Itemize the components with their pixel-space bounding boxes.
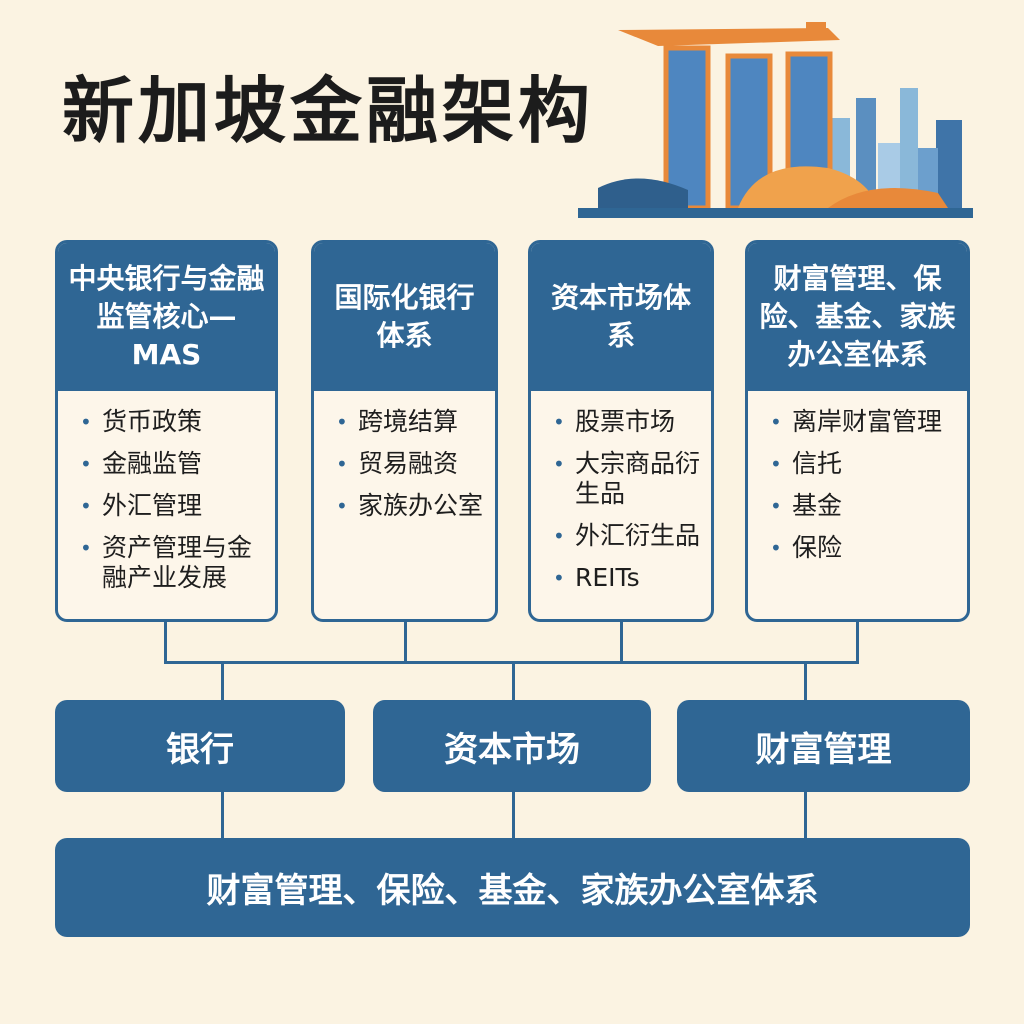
card-banking: 国际化银行体系 跨境结算 贸易融资 家族办公室	[311, 240, 498, 622]
card-title: 资本市场体系	[531, 243, 711, 391]
list-item: 大宗商品衍生品	[551, 449, 701, 509]
card-title: 国际化银行体系	[314, 243, 495, 391]
list-item: 保险	[768, 533, 957, 563]
list-item: 家族办公室	[334, 491, 485, 521]
card-title: 中央银行与金融监管核心—MAS	[58, 243, 275, 391]
list-item: 资产管理与金融产业发展	[78, 533, 265, 593]
connector	[856, 622, 859, 664]
card-mas: 中央银行与金融监管核心—MAS 货币政策 金融监管 外汇管理 资产管理与金融产业…	[55, 240, 278, 622]
connector	[512, 792, 515, 839]
connector	[620, 622, 623, 664]
node-banking: 银行	[55, 700, 345, 792]
card-title: 财富管理、保险、基金、家族办公室体系	[748, 243, 967, 391]
list-item: REITs	[551, 563, 701, 593]
list-item: 离岸财富管理	[768, 407, 957, 437]
node-wealth-management: 财富管理	[677, 700, 970, 792]
list-item: 股票市场	[551, 407, 701, 437]
connector	[221, 792, 224, 839]
list-item: 基金	[768, 491, 957, 521]
list-item: 金融监管	[78, 449, 265, 479]
list-item: 信托	[768, 449, 957, 479]
connector	[404, 622, 407, 664]
list-item: 外汇衍生品	[551, 521, 701, 551]
connector	[804, 661, 807, 701]
page-title: 新加坡金融架构	[62, 69, 595, 153]
connector	[164, 661, 859, 664]
list-item: 货币政策	[78, 407, 265, 437]
list-item: 跨境结算	[334, 407, 485, 437]
connector	[164, 622, 167, 664]
list-item: 贸易融资	[334, 449, 485, 479]
connector	[221, 661, 224, 701]
list-item: 外汇管理	[78, 491, 265, 521]
card-capital-market: 资本市场体系 股票市场 大宗商品衍生品 外汇衍生品 REITs	[528, 240, 714, 622]
node-capital-market: 资本市场	[373, 700, 651, 792]
connector	[804, 792, 807, 839]
node-wealth-insurance-fund-family-office: 财富管理、保险、基金、家族办公室体系	[55, 838, 970, 937]
card-wealth: 财富管理、保险、基金、家族办公室体系 离岸财富管理 信托 基金 保险	[745, 240, 970, 622]
connector	[512, 661, 515, 701]
singapore-skyline-illustration	[578, 22, 973, 218]
